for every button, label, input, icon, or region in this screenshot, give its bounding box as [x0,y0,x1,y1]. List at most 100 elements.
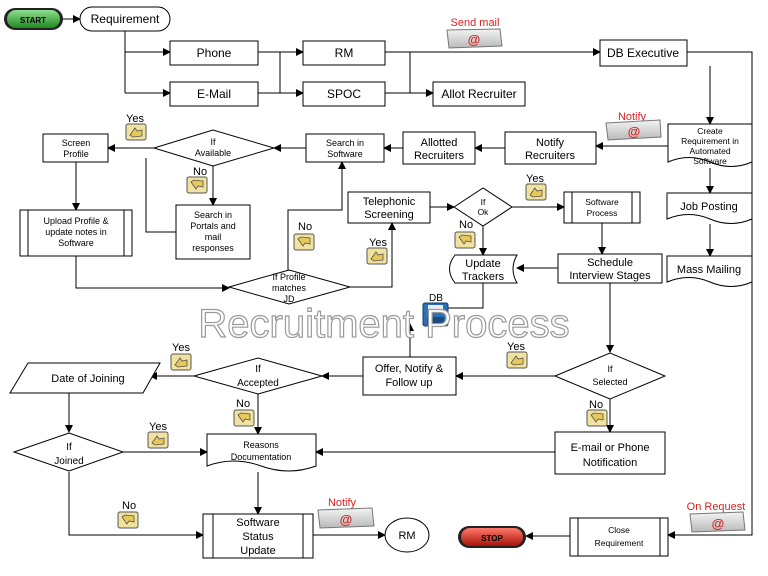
search-portals-node[interactable]: Search in Portals and mail responses [175,204,251,260]
search-software-line-1: Search in [326,138,364,148]
mass-mailing-node[interactable]: Mass Mailing [666,255,753,287]
offer-line-1: Offer, Notify & [375,363,444,375]
if-joined-decision[interactable]: If Joined [12,432,125,472]
if-available-decision[interactable]: If Available [152,129,276,167]
stop-terminal[interactable]: STOP [458,526,526,548]
create-req-line-4: Software [693,156,727,166]
date-of-joining-node[interactable]: Date of Joining [9,362,161,394]
stop-label: STOP [481,534,503,543]
reasons-documentation-node[interactable]: Reasons Documentation [206,433,317,472]
email-phone-notification-node[interactable]: E-mail or Phone Notification [554,431,666,475]
branch-labels: Yes No No Yes Yes No Yes Yes No No Yes N… [122,113,603,512]
offer-notify-node[interactable]: Offer, Notify & Follow up [362,356,457,396]
software-status-line-2: Status [242,531,274,543]
job-posting-node[interactable]: Job Posting [666,192,753,224]
if-accepted-line-2: Accepted [237,378,279,389]
date-of-joining-label: Date of Joining [51,373,124,385]
search-portals-line-2: Portals and [190,221,236,231]
rm-top-label: RM [335,46,354,60]
mass-mailing-label: Mass Mailing [677,264,741,276]
if-selected-decision[interactable]: If Selected [553,352,667,400]
yes-accepted-label: Yes [172,342,190,354]
search-portals-line-1: Search in [194,210,232,220]
allotted-recruiters-line-1: Allotted [421,137,458,149]
update-trackers-node[interactable]: Update Trackers [449,254,518,284]
schedule-interview-node[interactable]: Schedule Interview Stages [557,253,663,284]
start-terminal[interactable]: START [4,8,63,30]
no-profile-label: No [298,221,312,233]
screen-profile-line-2: Profile [63,149,89,159]
if-selected-line-2: Selected [592,377,627,387]
software-process-line-2: Process [587,208,618,218]
notify-recruiters-line-1: Notify [536,137,565,149]
schedule-line-1: Schedule [587,257,633,269]
db-disk-icon: DB [422,293,449,327]
email-node[interactable]: E-Mail [169,81,259,107]
requirement-node[interactable]: Requirement [79,6,171,32]
phone-node[interactable]: Phone [169,40,259,66]
create-req-line-3: Automated [689,146,730,156]
upload-profile-node[interactable]: Upload Profile & update notes in Softwar… [19,209,133,257]
notify-recruiters-node[interactable]: Notify Recruiters [504,131,597,165]
thumb-down-icon [117,511,139,529]
close-requirement-node[interactable]: Close Requirement [569,517,669,557]
db-executive-node[interactable]: DB Executive [599,39,688,67]
if-available-line-2: Available [195,148,231,158]
upload-profile-line-1: Upload Profile & [43,216,108,226]
yes-joined-label: Yes [149,421,167,433]
send-mail-icon: Send mail @ [446,17,503,49]
no-selected-label: No [589,399,603,411]
rm-top-node[interactable]: RM [302,40,386,66]
search-software-node[interactable]: Search in Software [305,133,385,163]
telephonic-screening-node[interactable]: Telephonic Screening [347,191,431,224]
if-profile-line-3: JD [284,294,296,304]
if-profile-matches-decision[interactable]: If Profile matches JD [227,269,352,305]
software-status-node[interactable]: Software Status Update [202,513,314,559]
create-requirement-node[interactable]: Create Requirement in Automated Software [667,123,753,167]
thumb-down-icon [233,409,255,427]
create-req-line-1: Create [697,126,723,136]
thumb-up-icon [125,123,147,141]
thumb-down-icon [186,176,208,194]
thumb-icons [117,123,608,529]
no-joined-label: No [122,500,136,512]
yes-profile-label: Yes [369,237,387,249]
thumb-up-icon [170,353,192,371]
allot-recruiter-node[interactable]: Allot Recruiter [432,81,526,107]
close-req-line-2: Requirement [595,538,644,548]
search-portals-line-3: mail [205,232,222,242]
connectors [63,15,753,540]
email-phone-line-2: Notification [583,457,637,469]
if-accepted-decision[interactable]: If Accepted [192,357,324,395]
schedule-line-2: Interview Stages [569,270,651,282]
if-profile-line-1: If Profile [272,272,305,282]
db-label: DB [429,293,443,304]
software-process-node[interactable]: Software Process [563,191,641,224]
reasons-line-1: Reasons [243,440,279,450]
thumb-up-icon [525,183,547,201]
yes-ok-label: Yes [526,173,544,185]
spoc-node[interactable]: SPOC [302,81,386,107]
notify-top-icon: Notify @ [605,111,662,141]
no-ok-label: No [459,219,473,231]
if-joined-line-2: Joined [54,456,83,467]
phone-label: Phone [197,46,232,60]
if-ok-decision[interactable]: If Ok [453,187,513,227]
if-available-line-1: If [210,137,216,147]
rm-bottom-label: RM [398,530,415,542]
if-ok-line-2: Ok [478,207,490,217]
if-accepted-line-1: If [255,364,261,375]
update-trackers-line-2: Trackers [462,271,505,283]
screen-profile-node[interactable]: Screen Profile [42,133,109,163]
job-posting-label: Job Posting [680,201,737,213]
rm-bottom-node[interactable]: RM [384,517,430,553]
on-request-icon: On Request @ [687,501,746,533]
svg-text:@: @ [712,516,725,531]
close-req-line-1: Close [608,525,630,535]
software-process-line-1: Software [585,197,619,207]
watermark-title: Recruitment Process [198,302,569,346]
allotted-recruiters-node[interactable]: Allotted Recruiters [402,131,476,165]
spoc-label: SPOC [327,87,361,101]
